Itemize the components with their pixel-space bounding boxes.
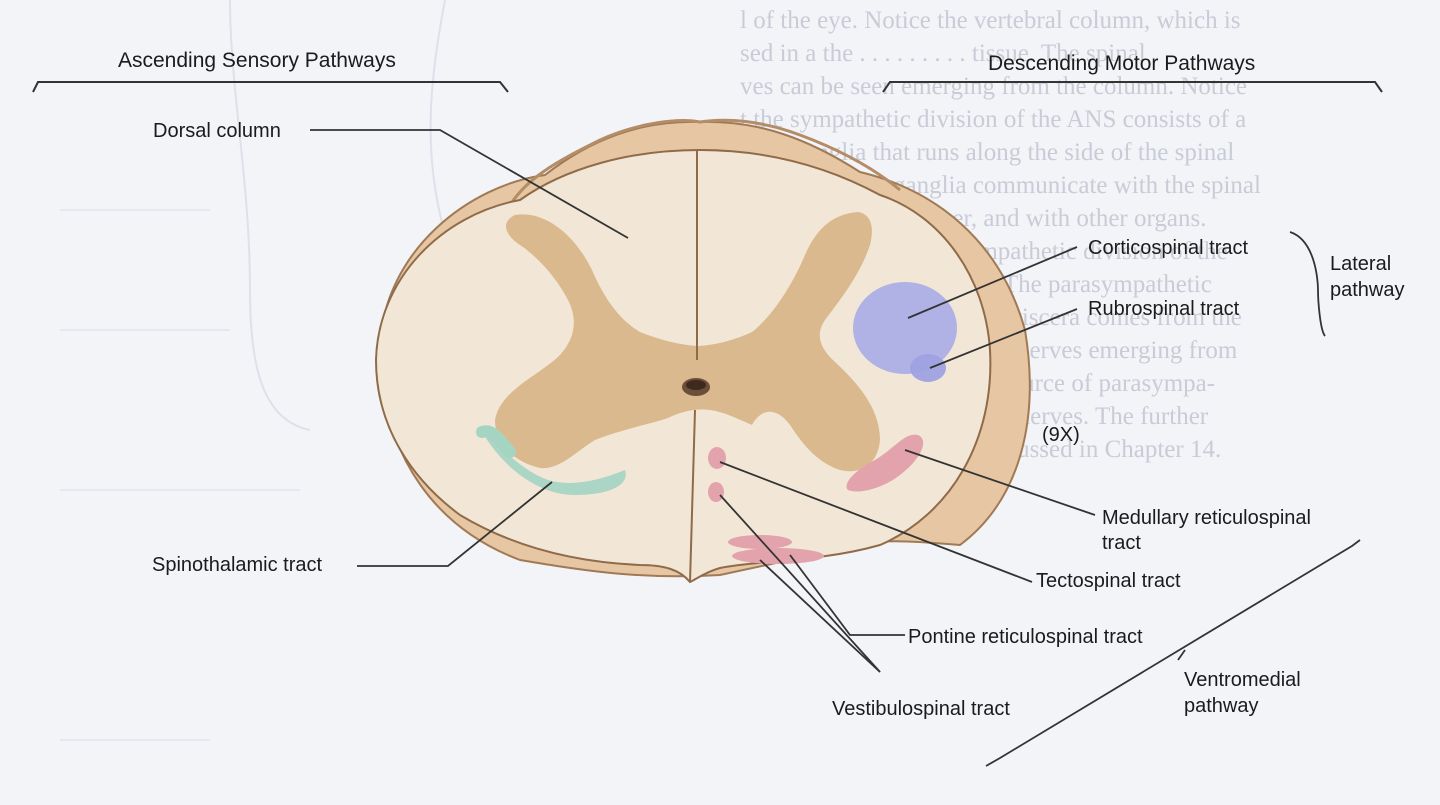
cord-top-ridge: [503, 118, 901, 216]
pontine-leader-2: [719, 494, 881, 673]
rubrospinal-leader: [929, 308, 1078, 369]
pontine-reticulospinal-tract-area: [728, 535, 792, 549]
tectospinal-tract-area: [708, 447, 726, 469]
lateral-pathway-label-2: pathway: [1330, 279, 1405, 301]
pontine-leader-1: [789, 554, 905, 636]
vestibulospinal-tract-area: [732, 548, 824, 564]
descending-header-bracket: [882, 81, 1383, 93]
descending-header: Descending Motor Pathways: [988, 52, 1255, 75]
dorsal-column-label: Dorsal column: [153, 120, 281, 142]
rubrospinal-tract-area: [910, 354, 946, 382]
tectospinal-label: Tectospinal tract: [1036, 570, 1181, 592]
medullary-leader: [904, 449, 1096, 516]
background-text-line: sed in a the . . . . . . . . . tissue. T…: [740, 40, 1146, 67]
magnification-label: (9X): [1042, 424, 1080, 446]
ventromedial-pathway-label-1: Ventromedial: [1184, 669, 1301, 691]
spinothalamic-leader: [357, 481, 553, 567]
ventromedial-bracket: [985, 539, 1361, 767]
ascending-header: Ascending Sensory Pathways: [118, 49, 396, 72]
corticospinal-label: Corticospinal tract: [1088, 237, 1249, 259]
corticospinal-leader: [907, 246, 1078, 319]
ventromedial-pathway-label-2: pathway: [1184, 695, 1259, 717]
rubrospinal-label: Rubrospinal tract: [1088, 298, 1240, 320]
lateral-bracket: [1289, 231, 1326, 337]
background-text-line: t the sympathetic division of the ANS co…: [740, 106, 1246, 133]
background-text-line: ves can be seen emerging from the column…: [740, 73, 1247, 100]
medullary-reticulospinal-label-2: tract: [1102, 532, 1141, 554]
pontine-reticulospinal-label: Pontine reticulospinal tract: [908, 626, 1143, 648]
gray-matter: [495, 212, 880, 472]
vestibulospinal-label: Vestibulospinal tract: [832, 698, 1010, 720]
lateral-pathway-label-1: Lateral: [1330, 253, 1391, 275]
vestibulospinal-leader-1: [759, 559, 881, 673]
medullary-reticulospinal-tract-area: [846, 434, 924, 492]
ascending-header-bracket: [32, 81, 509, 93]
spinal-cord-section: [374, 118, 1031, 584]
medullary-reticulospinal-label-1: Medullary reticulospinal: [1102, 507, 1311, 529]
leader-lines: [310, 129, 1361, 767]
spinothalamic-label: Spinothalamic tract: [152, 554, 323, 576]
tectospinal-tract-area-2: [708, 482, 724, 502]
spinothalamic-tract-area: [482, 432, 626, 495]
ventromedial-tick: [1177, 649, 1186, 661]
corticospinal-tract-area: [853, 282, 957, 374]
background-text-line: l of the eye. Notice the vertebral colum…: [740, 7, 1241, 34]
anterior-median-fissure: [689, 409, 696, 583]
dorsal-column-leader: [310, 129, 629, 239]
tectospinal-leader: [719, 461, 1033, 583]
labels: Ascending Sensory Pathways Descending Mo…: [118, 49, 1405, 720]
